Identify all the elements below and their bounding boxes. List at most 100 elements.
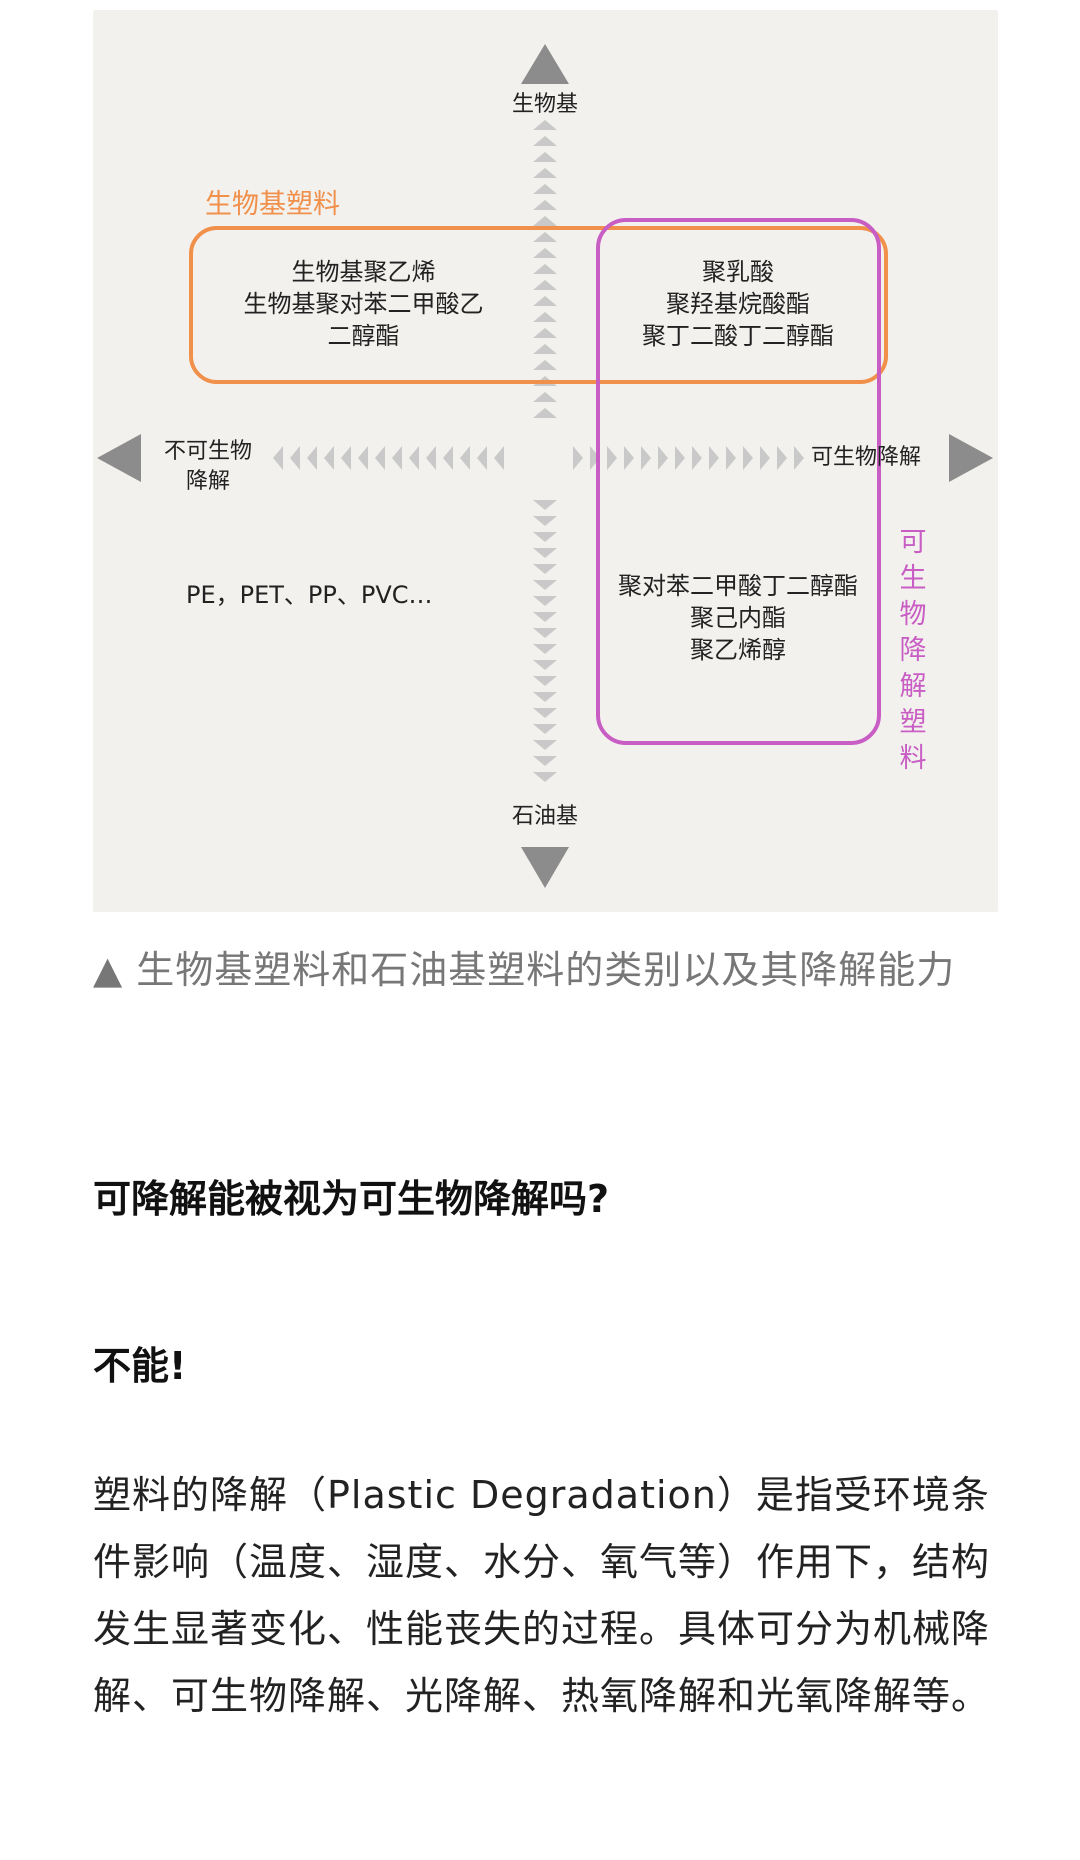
item-text: 二醇酯 bbox=[327, 322, 400, 350]
chevron-right-icon bbox=[709, 446, 719, 470]
diagram-canvas bbox=[97, 44, 993, 888]
chevron-left-icon bbox=[358, 446, 368, 470]
chevron-up-icon bbox=[533, 408, 557, 418]
chevron-down-icon bbox=[533, 724, 557, 734]
arrow-down-icon bbox=[521, 847, 569, 888]
chevron-down-icon bbox=[533, 580, 557, 590]
chevron-up-icon bbox=[533, 328, 557, 338]
item-text: 聚羟基烷酸酯 bbox=[666, 290, 810, 318]
chevron-right-icon bbox=[794, 446, 804, 470]
chevron-down-icon bbox=[533, 548, 557, 558]
chevron-up-icon bbox=[533, 184, 557, 194]
axis-chevrons bbox=[273, 120, 804, 782]
item-text: 聚己内酯 bbox=[690, 604, 786, 632]
chevron-up-icon bbox=[533, 232, 557, 242]
chevron-down-icon bbox=[533, 772, 557, 782]
title-char: 塑 bbox=[899, 707, 927, 738]
chevron-left-icon bbox=[426, 446, 436, 470]
chevron-right-icon bbox=[692, 446, 702, 470]
chevron-left-icon bbox=[307, 446, 317, 470]
chevron-up-icon bbox=[533, 200, 557, 210]
section-answer: 不能! bbox=[93, 1344, 187, 1388]
section-question: 可降解能被视为可生物降解吗? bbox=[93, 1177, 610, 1221]
figure-caption: ▲ 生物基塑料和石油基塑料的类别以及其降解能力 bbox=[93, 948, 956, 992]
chevron-left-icon bbox=[273, 446, 283, 470]
chevron-up-icon bbox=[533, 264, 557, 274]
chevron-down-icon bbox=[533, 596, 557, 606]
chevron-right-icon bbox=[675, 446, 685, 470]
biobased-plastics-box bbox=[189, 226, 888, 384]
chevron-down-icon bbox=[533, 708, 557, 718]
chevron-up-icon bbox=[533, 168, 557, 178]
title-char: 料 bbox=[899, 743, 927, 774]
chevron-right-icon bbox=[641, 446, 651, 470]
title-char: 生 bbox=[899, 563, 927, 594]
chevron-left-icon bbox=[494, 446, 504, 470]
axis-label-petroleum: 石油基 bbox=[511, 804, 578, 829]
item-text: 聚对苯二甲酸丁二醇酯 bbox=[618, 572, 858, 600]
chevron-up-icon bbox=[533, 120, 557, 130]
chevron-up-icon bbox=[533, 392, 557, 402]
chevron-left-icon bbox=[375, 446, 385, 470]
chevron-left-icon bbox=[443, 446, 453, 470]
title-char: 降 bbox=[899, 635, 927, 666]
arrow-right-icon bbox=[949, 434, 993, 482]
chevron-up-icon bbox=[533, 360, 557, 370]
chevron-left-icon bbox=[290, 446, 300, 470]
biodegradable-plastics-title: 可 生 物 降 解 塑 料 bbox=[898, 525, 928, 777]
classification-diagram: 生物基 石油基 不可生物 降解 可生物降解 生物基塑料 生物基聚乙烯 生物基聚对… bbox=[93, 10, 998, 912]
title-char: 可 bbox=[899, 527, 927, 558]
biobased-plastics-title: 生物基塑料 bbox=[205, 189, 340, 220]
chevron-right-icon bbox=[760, 446, 770, 470]
chevron-right-icon bbox=[624, 446, 634, 470]
chevron-left-icon bbox=[477, 446, 487, 470]
axis-label-biodegradable: 可生物降解 bbox=[811, 445, 922, 470]
body-paragraph: 塑料的降解（Plastic Degradation）是指受环境条件影响（温度、湿… bbox=[93, 1473, 991, 1718]
item-text: 生物基聚对苯二甲酸乙 bbox=[243, 290, 484, 318]
axis-label-biobased: 生物基 bbox=[511, 92, 578, 117]
arrow-left-icon bbox=[97, 434, 141, 482]
axis-label-line: 不可生物 bbox=[163, 439, 252, 464]
chevron-left-icon bbox=[392, 446, 402, 470]
chevron-up-icon bbox=[533, 312, 557, 322]
axis-label-non-biodegradable: 不可生物 降解 bbox=[153, 437, 263, 497]
chevron-down-icon bbox=[533, 612, 557, 622]
title-char: 解 bbox=[899, 671, 927, 702]
chevron-down-icon bbox=[533, 564, 557, 574]
chevron-down-icon bbox=[533, 740, 557, 750]
chevron-up-icon bbox=[533, 136, 557, 146]
item-text: 聚丁二酸丁二醇酯 bbox=[642, 322, 834, 350]
chevron-up-icon bbox=[533, 280, 557, 290]
chevron-down-icon bbox=[533, 516, 557, 526]
item-text: 聚乳酸 bbox=[702, 258, 774, 286]
chevron-right-icon bbox=[573, 446, 583, 470]
biodegradable-plastics-box bbox=[596, 218, 881, 745]
chevron-down-icon bbox=[533, 500, 557, 510]
chevron-down-icon bbox=[533, 660, 557, 670]
item-text: 生物基聚乙烯 bbox=[291, 258, 436, 286]
quadrant-bottom-right-items: 聚对苯二甲酸丁二醇酯 聚己内酯 聚乙烯醇 bbox=[603, 570, 873, 666]
chevron-down-icon bbox=[533, 628, 557, 638]
title-char: 物 bbox=[899, 599, 927, 630]
chevron-up-icon bbox=[533, 296, 557, 306]
chevron-up-icon bbox=[533, 216, 557, 226]
chevron-left-icon bbox=[409, 446, 419, 470]
biobased-items: 生物基聚乙烯 生物基聚对苯二甲酸乙 二醇酯 bbox=[221, 256, 506, 352]
chevron-up-icon bbox=[533, 344, 557, 354]
chevron-down-icon bbox=[533, 692, 557, 702]
item-text: 聚乙烯醇 bbox=[690, 636, 786, 664]
chevron-right-icon bbox=[658, 446, 668, 470]
chevron-right-icon bbox=[777, 446, 787, 470]
chevron-right-icon bbox=[726, 446, 736, 470]
quadrant-bottom-left-items: PE，PET、PP、PVC… bbox=[186, 581, 433, 609]
quadrant-top-right-items: 聚乳酸 聚羟基烷酸酯 聚丁二酸丁二醇酯 bbox=[623, 256, 853, 352]
chevron-left-icon bbox=[460, 446, 470, 470]
chevron-right-icon bbox=[590, 446, 600, 470]
chevron-down-icon bbox=[533, 532, 557, 542]
chevron-left-icon bbox=[324, 446, 334, 470]
chevron-up-icon bbox=[533, 248, 557, 258]
chevron-up-icon bbox=[533, 152, 557, 162]
axis-label-line: 降解 bbox=[185, 469, 230, 494]
chevron-down-icon bbox=[533, 644, 557, 654]
arrow-up-icon bbox=[521, 44, 569, 84]
